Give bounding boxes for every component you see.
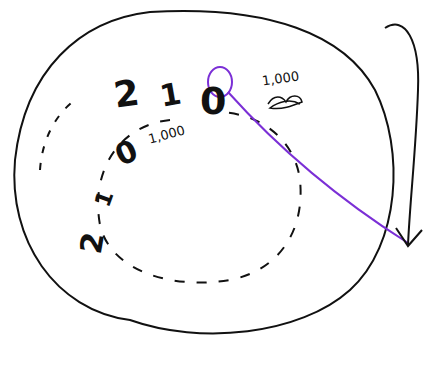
arrow-head: [396, 228, 422, 246]
number-label: 1,000: [261, 69, 300, 87]
outer-loop: [14, 11, 393, 333]
inner-dashed-loop: [98, 112, 301, 283]
curved-arrow: [385, 25, 418, 245]
number-label: 1,000: [147, 123, 186, 145]
digit: 0: [111, 135, 143, 171]
digit: 2: [76, 230, 109, 256]
dashed-arc: [40, 100, 75, 170]
digit: 1: [158, 78, 184, 111]
pointer-line: [228, 92, 408, 243]
digit: 2: [112, 74, 142, 113]
scribble: [268, 96, 302, 109]
digit: 1: [92, 188, 118, 210]
digit: 0: [200, 82, 226, 120]
